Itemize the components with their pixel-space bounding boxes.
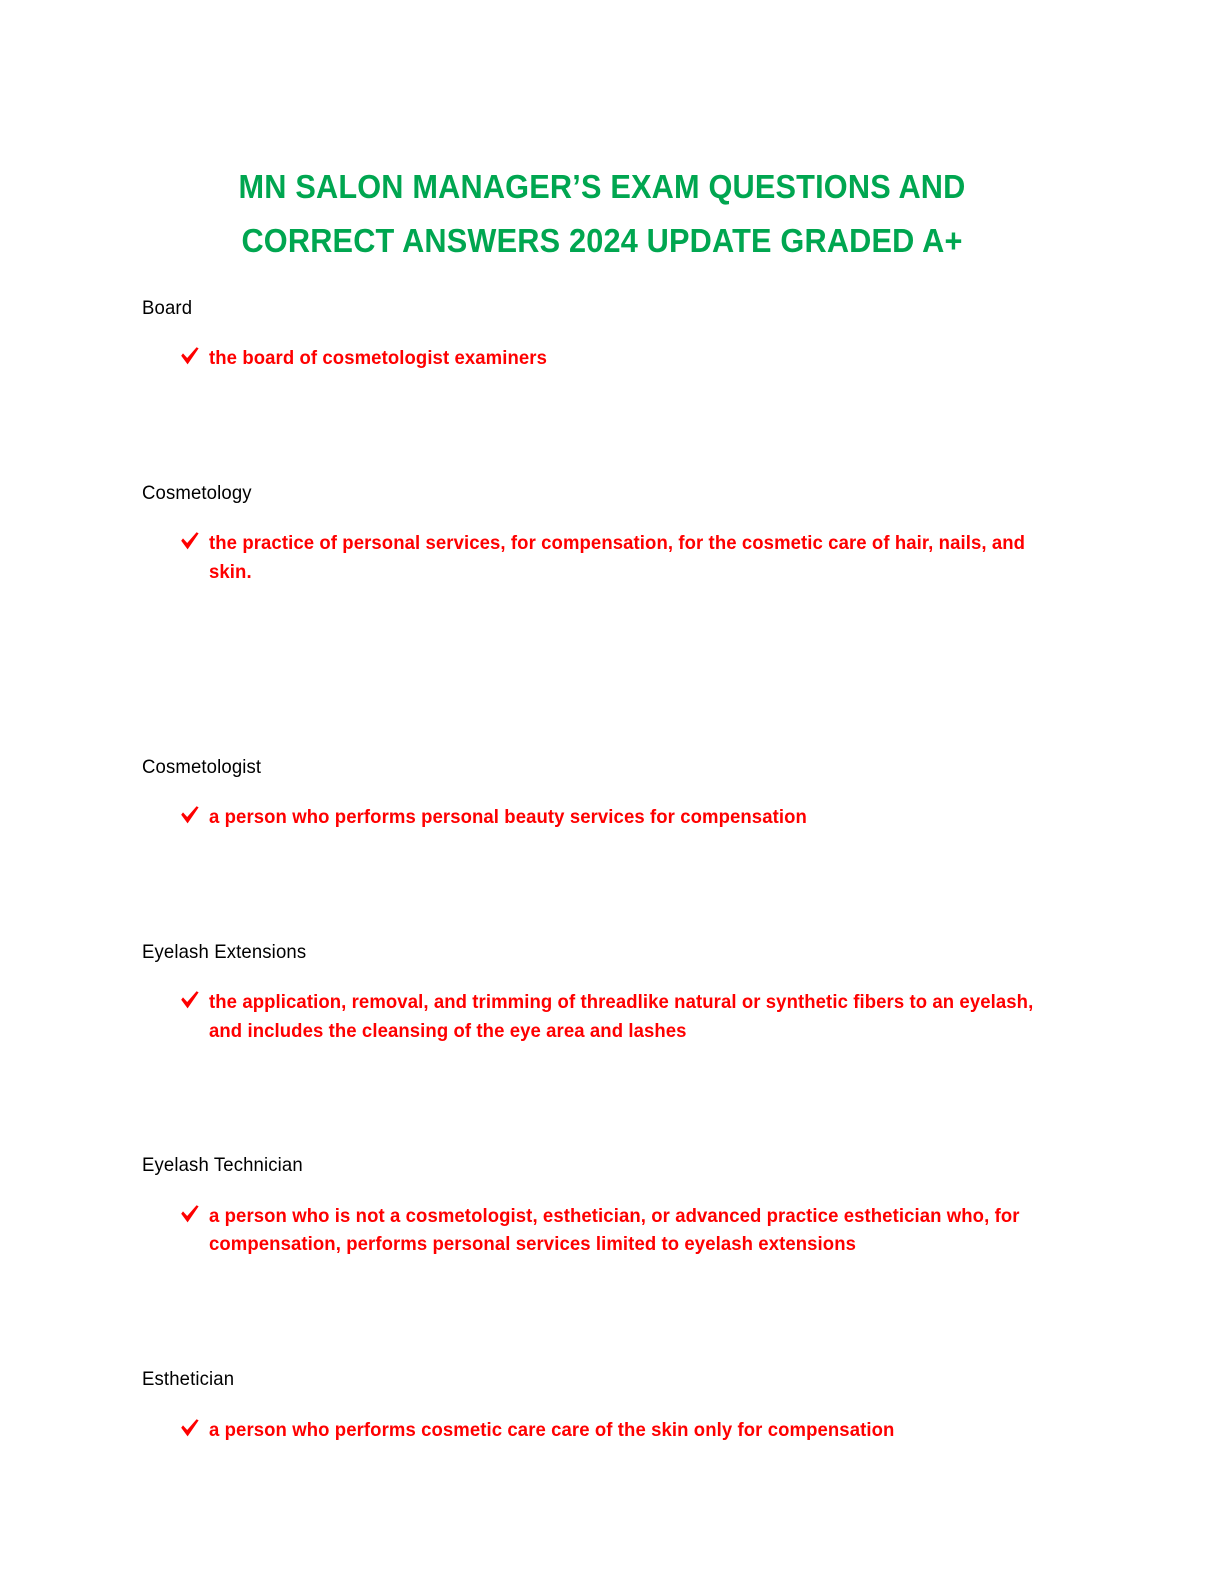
- section-gap: [142, 1045, 1072, 1153]
- term-label: Eyelash Extensions: [142, 940, 307, 963]
- qa-entry-esthetician: Esthetician a person who performs cosmet…: [142, 1367, 1072, 1444]
- check-icon: [180, 345, 200, 367]
- qa-entry-cosmetology: Cosmetology the practice of personal ser…: [142, 481, 1072, 587]
- section-gap: [142, 832, 1072, 940]
- page-title: MN SALON MANAGER’S EXAM QUESTIONS AND CO…: [238, 168, 966, 259]
- answer-text: the board of cosmetologist examiners: [209, 347, 547, 370]
- answer-row: the board of cosmetologist examiners: [142, 344, 1072, 373]
- section-gap: [142, 587, 1072, 755]
- section-gap: [142, 373, 1072, 481]
- term-label: Eyelash Technician: [142, 1154, 303, 1177]
- check-icon: [180, 989, 200, 1011]
- answer-row: the practice of personal services, for c…: [142, 529, 1072, 586]
- qa-entry-eyelash-extensions: Eyelash Extensions the application, remo…: [142, 940, 1072, 1046]
- answer-text: the practice of personal services, for c…: [209, 532, 1026, 584]
- qa-entry-cosmetologist: Cosmetologist a person who performs pers…: [142, 755, 1072, 832]
- answer-text: the application, removal, and trimming o…: [209, 991, 1034, 1042]
- term-label: Board: [142, 297, 193, 319]
- term-label: Cosmetologist: [142, 755, 262, 778]
- answer-text: a person who performs cosmetic care care…: [209, 1418, 895, 1441]
- answer-row: a person who is not a cosmetologist, est…: [142, 1202, 1072, 1259]
- check-icon: [180, 1417, 200, 1439]
- check-icon: [180, 530, 200, 552]
- term-label: Cosmetology: [142, 482, 252, 505]
- answer-row: a person who performs cosmetic care care…: [142, 1416, 1072, 1445]
- qa-entry-eyelash-technician: Eyelash Technician a person who is not a…: [142, 1153, 1072, 1259]
- check-icon: [180, 1203, 200, 1225]
- answer-row: a person who performs personal beauty se…: [142, 803, 1072, 832]
- qa-list: Board the board of cosmetologist examine…: [142, 296, 1072, 1444]
- answer-text: a person who is not a cosmetologist, est…: [209, 1204, 1020, 1256]
- section-gap: [142, 1259, 1072, 1367]
- qa-entry-board: Board the board of cosmetologist examine…: [142, 296, 1072, 373]
- answer-row: the application, removal, and trimming o…: [142, 988, 1072, 1045]
- term-label: Esthetician: [142, 1368, 235, 1391]
- check-icon: [180, 804, 200, 826]
- answer-text: a person who performs personal beauty se…: [209, 806, 807, 829]
